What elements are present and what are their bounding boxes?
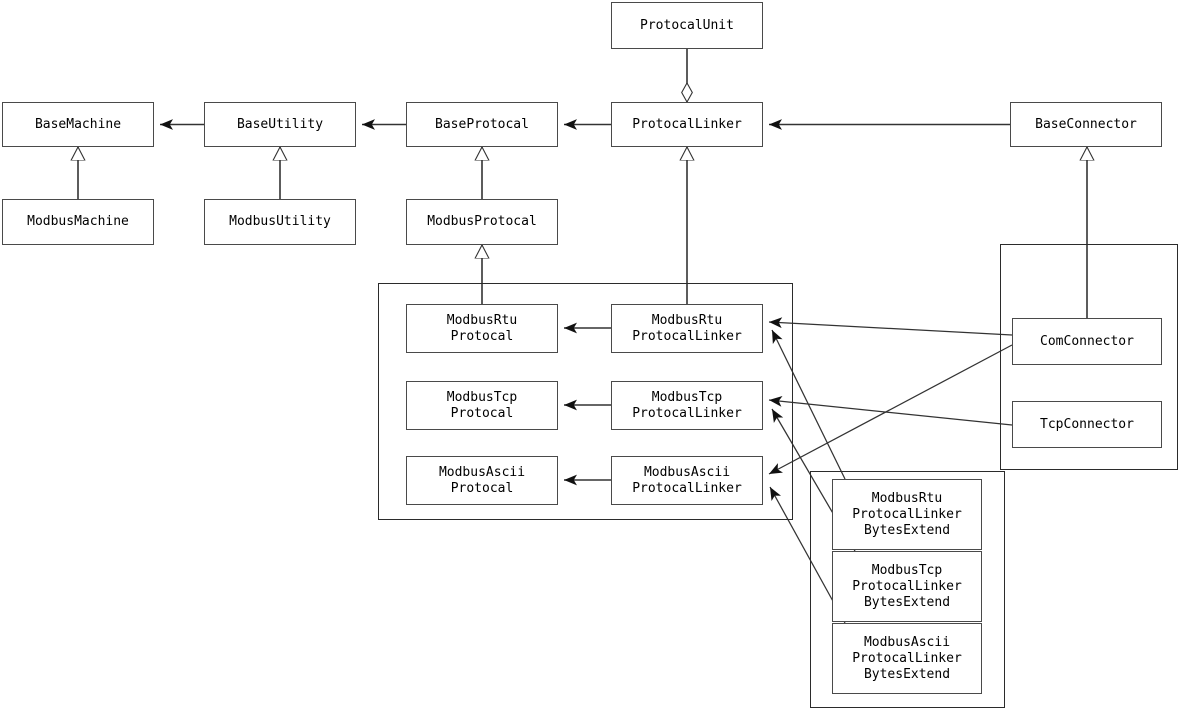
class-box-modbus-tcp-protocal-linker[interactable]: ModbusTcp ProtocalLinker (611, 381, 763, 430)
line-tcp-connector-to-tcp-linker (768, 395, 1013, 426)
class-box-base-protocal[interactable]: BaseProtocal (406, 102, 558, 147)
class-box-protocal-linker[interactable]: ProtocalLinker (611, 102, 763, 147)
class-box-modbus-ascii-protocal-linker-bytes-extend[interactable]: ModbusAscii ProtocalLinker BytesExtend (832, 623, 982, 694)
class-box-modbus-tcp-protocal[interactable]: ModbusTcp Protocal (406, 381, 558, 430)
class-box-modbus-ascii-protocal[interactable]: ModbusAscii Protocal (406, 456, 558, 505)
class-box-modbus-rtu-protocal[interactable]: ModbusRtu Protocal (406, 304, 558, 353)
class-box-tcp-connector[interactable]: TcpConnector (1012, 401, 1162, 448)
class-box-modbus-rtu-protocal-linker[interactable]: ModbusRtu ProtocalLinker (611, 304, 763, 353)
class-box-base-machine[interactable]: BaseMachine (2, 102, 154, 147)
class-box-base-utility[interactable]: BaseUtility (204, 102, 356, 147)
class-box-modbus-utility[interactable]: ModbusUtility (204, 199, 356, 245)
class-box-base-connector[interactable]: BaseConnector (1010, 102, 1162, 147)
line-com-connector-to-ascii-linker (768, 344, 1013, 475)
class-box-modbus-machine[interactable]: ModbusMachine (2, 199, 154, 245)
class-box-com-connector[interactable]: ComConnector (1012, 318, 1162, 365)
class-box-modbus-tcp-protocal-linker-bytes-extend[interactable]: ModbusTcp ProtocalLinker BytesExtend (832, 551, 982, 622)
class-box-modbus-rtu-protocal-linker-bytes-extend[interactable]: ModbusRtu ProtocalLinker BytesExtend (832, 479, 982, 550)
class-box-protocal-unit[interactable]: ProtocalUnit (611, 2, 763, 49)
class-box-modbus-protocal[interactable]: ModbusProtocal (406, 199, 558, 245)
class-box-modbus-ascii-protocal-linker[interactable]: ModbusAscii ProtocalLinker (611, 456, 763, 505)
line-com-connector-to-rtu-linker (768, 317, 1013, 336)
